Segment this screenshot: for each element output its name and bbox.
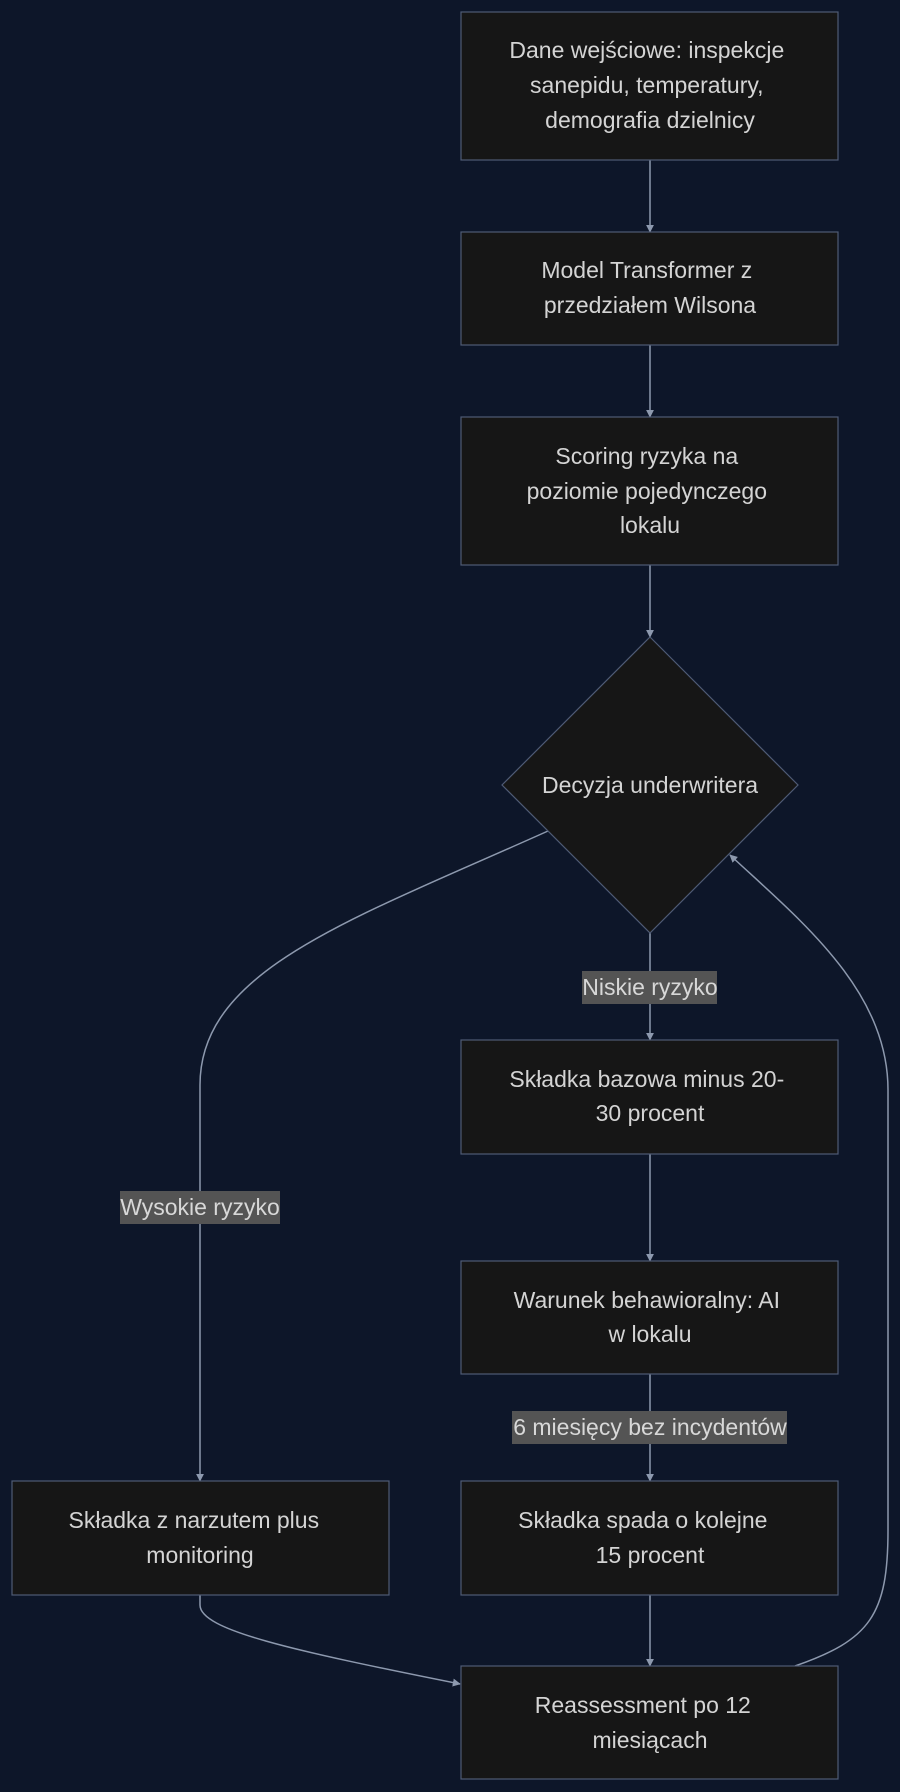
- svg-text:Składka z narzutem plus: Składka z narzutem plus monitoring: [69, 1507, 326, 1568]
- edges: [196, 160, 889, 1687]
- node-behavioral-line-2: w lokalu: [607, 1321, 691, 1347]
- node-inputs-line-2: sanepidu, temperatury,: [530, 72, 764, 98]
- edge-label-high-risk: Wysokie ryzyko: [120, 1191, 280, 1224]
- edge-reassessment-to-decision: [729, 854, 889, 1667]
- node-scoring-line-3: lokalu: [620, 512, 680, 538]
- node-reassessment-line-1: Reassessment po 12: [535, 1692, 751, 1718]
- svg-text:Składka bazowa minus 20-: Składka bazowa minus 20- 30 procent: [509, 1066, 790, 1126]
- node-decision-line-1: Decyzja underwritera: [542, 772, 758, 798]
- node-further-drop: Składka spada o kolejne 15 procent: [460, 1480, 839, 1596]
- node-behavioral: Warunek behawioralny: AI w lokalu: [460, 1260, 839, 1375]
- edge-decision-to-surcharge: [196, 830, 549, 1482]
- node-scoring: Scoring ryzyka na poziomie pojedynczego …: [460, 416, 839, 566]
- svg-text:Wysokie ryzyko: Wysokie ryzyko: [120, 1194, 280, 1220]
- svg-text:6 miesięcy bez incydentów: 6 miesięcy bez incydentów: [513, 1414, 787, 1440]
- node-inputs: Dane wejściowe: inspekcje sanepidu, temp…: [460, 11, 839, 161]
- node-surcharge-line-1: Składka z narzutem plus: [69, 1507, 320, 1533]
- node-reassessment-line-2: miesiącach: [592, 1727, 707, 1753]
- svg-text:Reassessment po 12 miesi: Reassessment po 12 miesiącach: [535, 1692, 757, 1753]
- node-decision: Decyzja underwritera: [501, 636, 799, 934]
- svg-text:Niskie ryzyko: Niskie ryzyko: [582, 974, 717, 1000]
- node-scoring-line-2: poziomie pojedynczego: [527, 478, 767, 504]
- node-base-premium-line-2: 30 procent: [596, 1100, 705, 1126]
- svg-text:Scoring ryzyka na poziom: Scoring ryzyka na poziomie pojedynczego …: [527, 443, 774, 538]
- node-surcharge: Składka z narzutem plus monitoring: [11, 1480, 390, 1596]
- node-surcharge-line-2: monitoring: [146, 1542, 253, 1568]
- node-scoring-line-1: Scoring ryzyka na: [555, 443, 738, 469]
- node-inputs-line-1: Dane wejściowe: inspekcje: [509, 37, 784, 63]
- node-model-line-2: przedziałem Wilsona: [544, 292, 756, 318]
- node-inputs-line-3: demografia dzielnicy: [545, 107, 755, 133]
- node-base-premium-line-1: Składka bazowa minus 20-: [509, 1066, 784, 1092]
- node-behavioral-line-1: Warunek behawioralny: AI: [514, 1287, 780, 1313]
- node-further-drop-line-1: Składka spada o kolejne: [518, 1507, 767, 1533]
- svg-text:Decyzja underwritera: Decyzja underwritera: [542, 772, 758, 798]
- edge-surcharge-to-reassessment: [199, 1595, 461, 1687]
- svg-text:Model Transformer z prze: Model Transformer z przedziałem Wilsona: [541, 257, 758, 318]
- node-further-drop-line-2: 15 procent: [596, 1542, 705, 1568]
- node-reassessment: Reassessment po 12 miesiącach: [460, 1665, 839, 1780]
- node-base-premium: Składka bazowa minus 20- 30 procent: [460, 1039, 839, 1155]
- node-model-line-1: Model Transformer z: [541, 257, 752, 283]
- svg-text:Warunek behawioralny: AI: Warunek behawioralny: AI w lokalu: [514, 1287, 787, 1347]
- svg-text:Składka spada o kolejne: Składka spada o kolejne 15 procent: [518, 1507, 774, 1568]
- edge-label-low-risk: Niskie ryzyko: [582, 971, 718, 1004]
- svg-text:Dane wejściowe: inspekcje: Dane wejściowe: inspekcje sanepidu, temp…: [509, 37, 790, 133]
- edge-label-six-months: 6 miesięcy bez incydentów: [512, 1411, 787, 1444]
- node-model: Model Transformer z przedziałem Wilsona: [460, 231, 839, 346]
